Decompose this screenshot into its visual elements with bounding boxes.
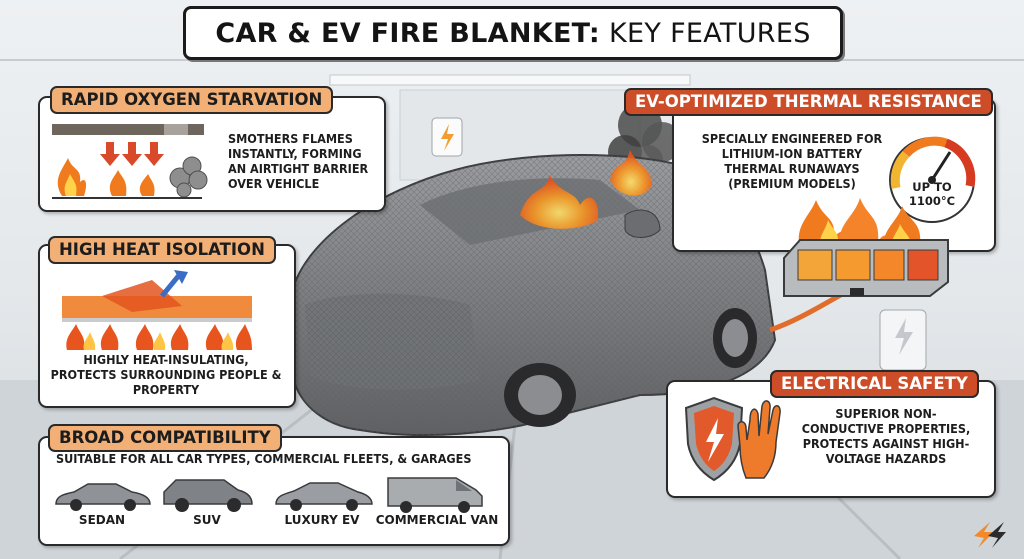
thermal-label: EV-OPTIMIZED THERMAL RESISTANCE	[624, 88, 993, 116]
heat-label: HIGH HEAT ISOLATION	[48, 236, 276, 264]
title-sub: KEY FEATURES	[609, 17, 811, 49]
heat-reflect-icon	[62, 270, 252, 350]
sedan-icon	[55, 483, 151, 511]
electrical-label: ELECTRICAL SAFETY	[770, 370, 979, 398]
gauge-text: UP TO 1100°C	[908, 180, 956, 208]
page-title: CAR & EV FIRE BLANKET: KEY FEATURES	[183, 6, 843, 60]
suv-icon	[163, 479, 253, 512]
smoke-flame-icon	[52, 124, 208, 199]
brand-logo-icon	[974, 522, 1006, 548]
electrical-text: SUPERIOR NON-CONDUCTIVE PROPERTIES, PROT…	[801, 406, 971, 466]
commercial-van-icon	[387, 477, 483, 513]
covered-car	[288, 150, 777, 436]
vehicle-label-sedan: SEDAN	[78, 513, 126, 527]
luxury-ev-icon	[275, 482, 373, 511]
thermal-text: SPECIALLY ENGINEERED FOR LITHIUM-ION BAT…	[701, 131, 883, 191]
shield-glove-icon	[684, 396, 781, 482]
compat-label: BROAD COMPATIBILITY	[48, 424, 282, 452]
vehicle-label-commercial-van: COMMERCIAL VAN	[375, 513, 499, 527]
oxygen-text: SMOTHERS FLAMES INSTANTLY, FORMING AN AI…	[228, 131, 369, 191]
title-main: CAR & EV FIRE BLANKET:	[215, 17, 601, 49]
battery-pack-icon	[783, 198, 949, 297]
vehicle-label-luxury-ev: LUXURY EV	[284, 513, 360, 527]
oxygen-label: RAPID OXYGEN STARVATION	[50, 86, 334, 114]
heat-panel	[38, 244, 296, 408]
heat-text: HIGHLY HEAT-INSULATING, PROTECTS SURROUN…	[50, 352, 282, 397]
vehicle-icons	[55, 477, 483, 513]
temperature-gauge-icon	[889, 136, 976, 223]
compat-text: SUITABLE FOR ALL CAR TYPES, COMMERCIAL F…	[56, 451, 472, 466]
vehicle-label-suv: SUV	[193, 513, 221, 527]
